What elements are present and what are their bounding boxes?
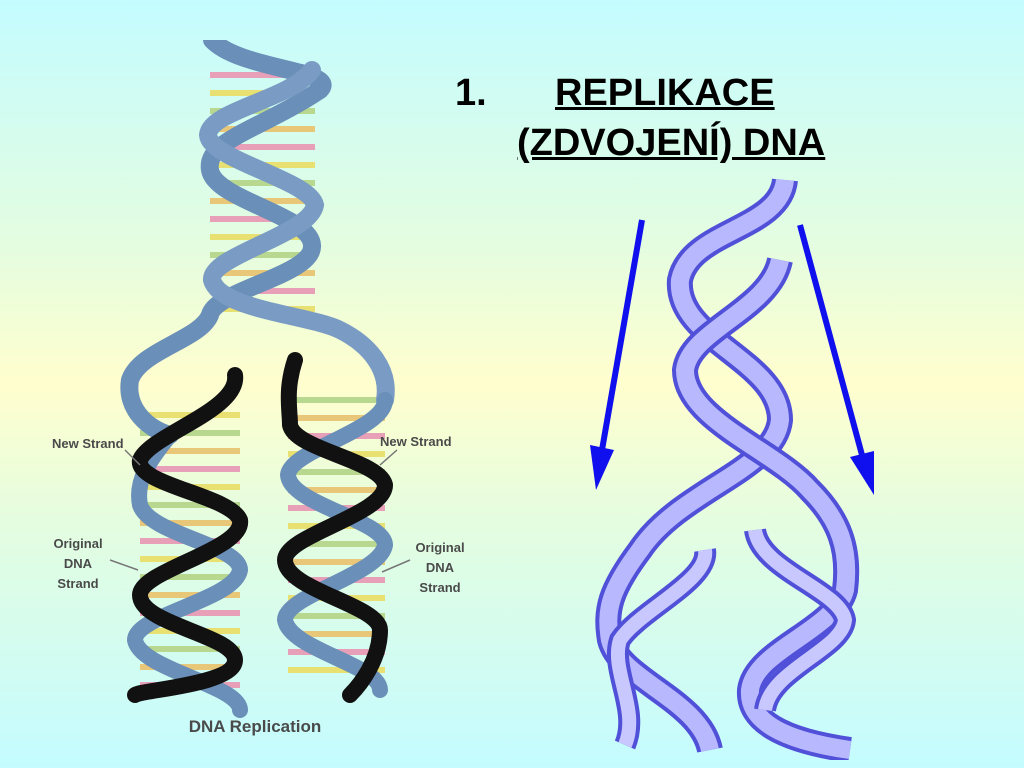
down-arrow-right bbox=[797, 224, 874, 495]
original-strand-label-left-3: Strand bbox=[57, 576, 98, 591]
ribbon-strand-d bbox=[744, 527, 857, 713]
leader-lines bbox=[109, 449, 411, 573]
slide-number: 1. bbox=[455, 72, 487, 114]
new-strand-right bbox=[276, 352, 394, 703]
original-strand-label-left-2: DNA bbox=[64, 556, 93, 571]
ribbon-strand-b bbox=[671, 256, 860, 760]
original-strand-lower-right bbox=[276, 392, 394, 698]
new-strand-label-left: New Strand bbox=[52, 436, 124, 451]
original-strand-upper bbox=[120, 40, 395, 444]
down-arrow-left bbox=[590, 219, 645, 490]
ribbon-strand-c bbox=[607, 548, 717, 750]
original-strand-label-right-1: Original bbox=[415, 540, 464, 555]
new-strand-left bbox=[127, 367, 248, 703]
dna-replication-illustration: New Strand New Strand Original DNA Stran… bbox=[52, 40, 465, 736]
separating-helix-illustration bbox=[590, 177, 874, 760]
original-strand-label-right-3: Strand bbox=[419, 580, 460, 595]
title-line-2: (ZDVOJENÍ) DNA bbox=[517, 122, 826, 164]
original-strand-lower-left bbox=[126, 427, 249, 718]
title-line-1: REPLIKACE bbox=[555, 72, 775, 114]
original-strand-label-left-1: Original bbox=[53, 536, 102, 551]
new-strand-label-right: New Strand bbox=[380, 434, 452, 449]
original-strand-label-right-2: DNA bbox=[426, 560, 455, 575]
figure-caption: DNA Replication bbox=[189, 717, 322, 736]
